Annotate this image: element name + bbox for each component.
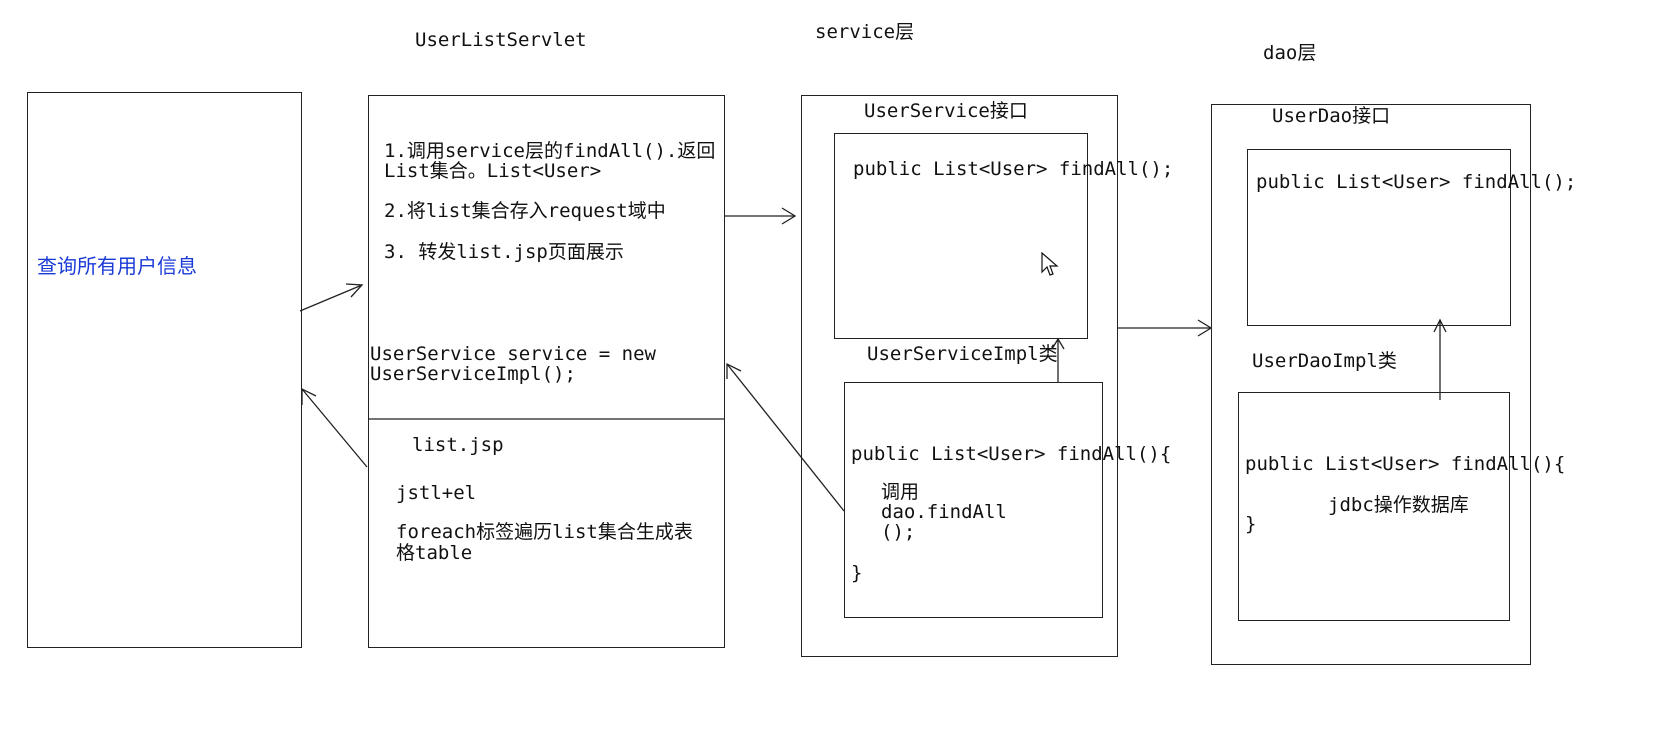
service-layer-box: [801, 95, 1118, 657]
dao-layer-box: [1211, 104, 1531, 665]
arrow-service-to-servlet: [726, 363, 845, 512]
service-impl-box: [844, 382, 1103, 618]
servlet-new-line1: UserService service = new: [370, 343, 656, 365]
service-impl-body2: dao.findAll: [881, 501, 1007, 523]
servlet-step1-line1: 1.调用service层的findAll().返回: [384, 140, 716, 162]
dao-interface-box: [1247, 149, 1511, 326]
service-impl-close: }: [851, 562, 863, 584]
arrowhead-service-to-dao: [1197, 319, 1213, 337]
jsp-desc-line2: 格table: [396, 542, 473, 564]
client-box: [27, 92, 302, 648]
service-impl-title: UserServiceImpl类: [867, 343, 1058, 365]
dao-interface-title: UserDao接口: [1272, 105, 1391, 127]
dao-impl-body: jdbc操作数据库: [1328, 494, 1469, 516]
servlet-step2: 2.将list集合存入request域中: [384, 200, 666, 222]
arrowhead-client-to-servlet: [345, 283, 364, 298]
dao-interface-method: public List<User> findAll();: [1256, 171, 1577, 193]
arrowhead-service-to-servlet: [726, 362, 742, 379]
dao-impl-title: UserDaoImpl类: [1252, 350, 1397, 372]
dao-impl-box: [1238, 392, 1510, 621]
service-interface-title: UserService接口: [864, 100, 1028, 122]
dao-impl-close: }: [1245, 513, 1257, 535]
servlet-new-line2: UserServiceImpl();: [370, 363, 576, 385]
service-interface-box: [834, 133, 1088, 339]
servlet-box: [368, 95, 725, 648]
arrow-jsp-to-client: [301, 388, 368, 468]
service-header: service层: [815, 21, 915, 43]
service-impl-body3: ();: [881, 521, 916, 543]
dao-header: dao层: [1263, 42, 1317, 64]
jsp-tech: jstl+el: [396, 482, 477, 504]
servlet-step3: 3. 转发list.jsp页面展示: [384, 241, 624, 263]
servlet-header: UserListServlet: [415, 29, 587, 51]
arrow-client-to-servlet: [299, 284, 363, 312]
arrowhead-servlet-to-service: [781, 207, 797, 225]
arrowhead-jsp-to-client: [301, 387, 317, 405]
arrowhead-impl-to-interface: [1051, 337, 1065, 350]
jsp-title: list.jsp: [412, 434, 504, 456]
service-impl-sig: public List<User> findAll(){: [851, 443, 1172, 465]
dao-impl-sig: public List<User> findAll(){: [1245, 453, 1566, 475]
mouse-pointer-icon: [1041, 252, 1059, 276]
servlet-step1-line2: List集合。List<User>: [384, 160, 602, 182]
jsp-desc-line1: foreach标签遍历list集合生成表: [396, 521, 693, 543]
service-interface-method: public List<User> findAll();: [853, 158, 1174, 180]
arrowhead-daoimpl-to-interface: [1433, 318, 1447, 333]
client-label: 查询所有用户信息: [37, 254, 197, 278]
service-impl-body1: 调用: [881, 481, 920, 503]
